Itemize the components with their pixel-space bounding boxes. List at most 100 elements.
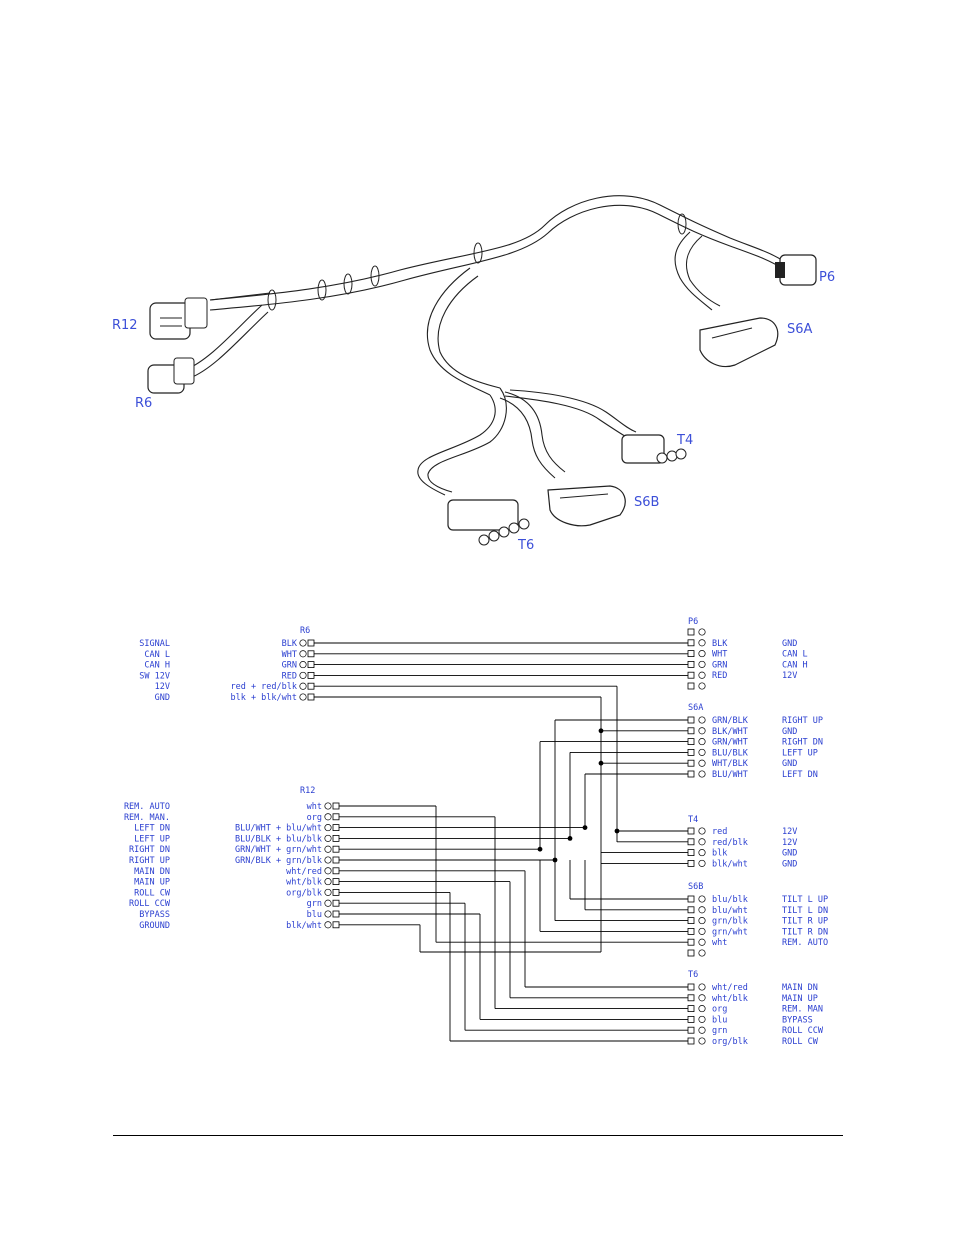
p6-pin-marker bbox=[698, 628, 706, 636]
t4-wire-label: red bbox=[712, 827, 727, 837]
p6-terminal bbox=[687, 671, 695, 679]
r12-wire-label: wht bbox=[307, 802, 322, 812]
r12-wire-label: BLU/WHT + blu/wht bbox=[235, 824, 322, 834]
p6-pin-marker bbox=[698, 682, 706, 690]
r12-pin-marker bbox=[324, 910, 332, 918]
r12-pin-marker bbox=[324, 899, 332, 907]
s6a-terminal bbox=[687, 727, 695, 735]
t4-function-label: 12V bbox=[782, 827, 797, 837]
s6a-function-label: GND bbox=[782, 727, 797, 737]
r6-terminal bbox=[307, 693, 315, 701]
r6-wire-label: blk + blk/wht bbox=[230, 693, 297, 703]
t6-function-label: REM. MAN bbox=[782, 1005, 823, 1015]
t4-function-label: GND bbox=[782, 859, 797, 869]
r6-wire-label: BLK bbox=[282, 639, 298, 649]
p6-title: P6 bbox=[688, 617, 698, 627]
r12-pin-marker bbox=[324, 845, 332, 853]
p6-wire-label: GRN bbox=[712, 660, 727, 670]
t6-terminal bbox=[687, 1016, 695, 1023]
harness-illustration: R12 R6 P6 S6A T4 S6B T6 bbox=[112, 195, 835, 553]
s6b-function-label: TILT L UP bbox=[782, 895, 828, 905]
r12-pin-marker bbox=[324, 878, 332, 886]
r12-function-label: RIGHT DN bbox=[129, 845, 170, 855]
r6-pin-marker bbox=[299, 661, 307, 669]
r12-function-label: REM. MAN. bbox=[124, 813, 170, 823]
p6-function-label: GND bbox=[782, 639, 797, 649]
r12-function-label: ROLL CCW bbox=[129, 899, 171, 909]
r12-terminal bbox=[332, 813, 340, 821]
splice-dot bbox=[614, 828, 620, 834]
t6-terminal bbox=[687, 1005, 695, 1012]
t4-function-label: 12V bbox=[782, 838, 797, 848]
t6-function-label: ROLL CCW bbox=[782, 1026, 824, 1036]
s6a-wire-label: GRN/WHT bbox=[712, 738, 748, 748]
label-s6b: S6B bbox=[634, 495, 659, 510]
s6a-pin-marker bbox=[698, 716, 706, 724]
p6-wire-label: WHT bbox=[712, 650, 727, 660]
p6-function-label: CAN L bbox=[782, 650, 808, 660]
s6b-pin-marker bbox=[698, 917, 706, 925]
s6a-pin-marker bbox=[698, 759, 706, 767]
r12-terminal bbox=[332, 910, 340, 918]
p6-terminal bbox=[687, 650, 695, 657]
footer-rule bbox=[113, 1135, 843, 1136]
s6b-pin-marker bbox=[698, 938, 706, 946]
r12-terminal bbox=[332, 856, 340, 864]
t6-terminal bbox=[687, 994, 695, 1002]
t6-wire-label: grn bbox=[712, 1026, 727, 1036]
r12-wire-label: GRN/BLK + grn/blk bbox=[235, 856, 322, 866]
s6b-terminal bbox=[687, 895, 695, 903]
r12-terminal bbox=[332, 899, 340, 907]
r6-terminal bbox=[307, 639, 315, 647]
r12-function-label: MAIN UP bbox=[134, 878, 170, 888]
splice-dot bbox=[598, 728, 604, 734]
s6a-wire-label: BLK/WHT bbox=[712, 727, 748, 737]
r12-wire-label: grn bbox=[307, 899, 322, 909]
label-t4: T4 bbox=[676, 433, 693, 448]
r6-wire-label: red + red/blk bbox=[230, 682, 297, 692]
s6b-terminal bbox=[687, 938, 695, 946]
p6-terminal bbox=[687, 661, 695, 668]
t4-pin-marker bbox=[698, 838, 706, 846]
p6-pin-marker bbox=[698, 639, 706, 647]
r6-wire-label: GRN bbox=[282, 661, 297, 671]
s6b-terminal bbox=[687, 917, 695, 924]
r12-wire-label: wht/blk bbox=[286, 878, 322, 888]
t6-wire-label: wht/blk bbox=[712, 994, 748, 1004]
r12-pin-marker bbox=[324, 813, 332, 821]
r6-function-label: GND bbox=[155, 693, 170, 703]
s6a-pin-marker bbox=[698, 738, 706, 746]
t4-terminal bbox=[687, 860, 695, 867]
connector-p6-body bbox=[775, 254, 817, 286]
r12-pin-marker bbox=[324, 824, 332, 832]
s6a-terminal bbox=[687, 738, 695, 745]
r6-pin-marker bbox=[299, 682, 307, 690]
label-t6: T6 bbox=[517, 538, 534, 553]
p6-wire-label: RED bbox=[712, 671, 727, 681]
t6-wire-label: wht/red bbox=[712, 983, 748, 993]
r12-terminal bbox=[332, 867, 340, 875]
s6b-pin-marker bbox=[698, 927, 706, 935]
r12-wire-label: org/blk bbox=[286, 888, 322, 898]
t6-wire-label: blu bbox=[712, 1015, 727, 1025]
s6a-terminal bbox=[687, 749, 695, 756]
s6a-wire-label: GRN/BLK bbox=[712, 716, 749, 726]
connector-t6-body bbox=[447, 499, 530, 546]
t4-pin-marker bbox=[698, 859, 706, 867]
r12-wire-label: org bbox=[307, 813, 322, 823]
connector-t4-body bbox=[621, 434, 687, 464]
r12-terminal bbox=[332, 835, 340, 842]
t6-pin-marker bbox=[698, 994, 706, 1002]
p6-pin-marker bbox=[698, 660, 706, 668]
r12-terminal bbox=[332, 921, 340, 929]
p6-function-label: 12V bbox=[782, 671, 797, 681]
r12-pin-marker bbox=[324, 834, 332, 842]
s6b-wire-label: grn/wht bbox=[712, 927, 748, 937]
s6a-terminal bbox=[687, 759, 695, 767]
r6-function-label: SW 12V bbox=[139, 671, 170, 681]
r6-pin-marker bbox=[299, 639, 307, 647]
t6-function-label: MAIN DN bbox=[782, 983, 818, 993]
r6-function-label: SIGNAL bbox=[139, 639, 170, 649]
r12-terminal bbox=[332, 824, 340, 831]
